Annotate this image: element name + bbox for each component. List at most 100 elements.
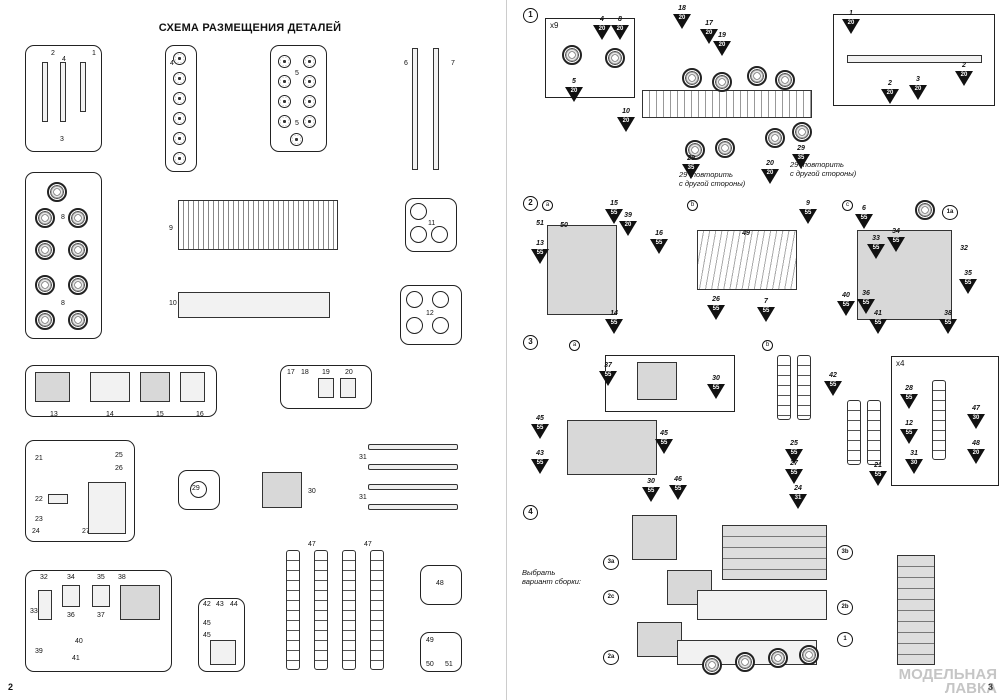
- sprue-tag-text: 20: [624, 222, 632, 228]
- sprue-label-39: 39: [35, 648, 43, 655]
- sprue-tag-text: 55: [674, 486, 682, 492]
- sprue-tag-triangle: [707, 384, 725, 399]
- wheel: [792, 122, 812, 142]
- wheel: [712, 72, 732, 92]
- sprue-tag-text: 55: [610, 320, 618, 326]
- sprue-tag-text: 20: [598, 26, 606, 32]
- disc: [303, 115, 316, 128]
- launcher-tubes-3b: [722, 525, 827, 580]
- sprue-tag-text: 55: [862, 300, 870, 306]
- wheel: [35, 208, 55, 228]
- note-choose-line1: Выбрать: [522, 568, 556, 577]
- sprue-part: [80, 62, 86, 112]
- sub-step-2c: c: [842, 200, 853, 211]
- multiplier-x4: x4: [896, 359, 905, 368]
- disc: [173, 112, 186, 125]
- note-repeat-b-line2: с другой стороны): [790, 169, 857, 178]
- wheel: [562, 45, 582, 65]
- sprue-tag-text: 31: [794, 495, 802, 501]
- part-tag-number: 33: [872, 235, 880, 242]
- sprue-tag-triangle: [757, 307, 775, 322]
- part-tag-number: 31: [910, 450, 918, 457]
- sprue-tag-triangle: [650, 239, 668, 254]
- sprue-label-31b: 31: [359, 494, 367, 501]
- part-tag-number: 15: [610, 200, 618, 207]
- sprue-label-8b: 8: [61, 300, 65, 307]
- tube-31: [368, 484, 458, 490]
- sprue-label-44: 44: [230, 601, 238, 608]
- axle-assembly: [847, 55, 982, 63]
- part-tag-number: 49: [742, 230, 750, 237]
- part-tag-number: 3: [916, 76, 920, 83]
- cylinder: [867, 400, 881, 465]
- sprue-tag-triangle: [955, 71, 973, 86]
- sprue-label-22: 22: [35, 496, 43, 503]
- disc: [173, 92, 186, 105]
- frame-rail-6: [412, 48, 418, 170]
- sprue-tag-text: 55: [892, 238, 900, 244]
- part-16: [180, 372, 205, 402]
- part-tag-number: 45: [536, 415, 544, 422]
- part-tag-number: 34: [892, 228, 900, 235]
- ring: [406, 317, 423, 334]
- sprue-tag-text: 55: [905, 395, 913, 401]
- sprue-tag-text: 20: [718, 42, 726, 48]
- wheel: [735, 652, 755, 672]
- sprue-tag-triangle: [619, 221, 637, 236]
- sprue-tag-triangle: [642, 487, 660, 502]
- sprue-label-36: 36: [67, 612, 75, 619]
- part-tag-number: 2: [962, 62, 966, 69]
- part-35: [92, 585, 110, 607]
- part-tag-number: 17: [705, 20, 713, 27]
- part-tag-number: 43: [536, 450, 544, 457]
- sprue-tag-triangle: [857, 299, 875, 314]
- wheel: [768, 648, 788, 668]
- sprue-tag-text: 55: [905, 430, 913, 436]
- sprue-tag-triangle: [881, 89, 899, 104]
- sprue-tag-triangle: [599, 371, 617, 386]
- part-38: [120, 585, 160, 620]
- sprue-label-50: 50: [426, 661, 434, 668]
- sprue-tag-triangle: [531, 459, 549, 474]
- sprue-label-47: 47: [308, 541, 316, 548]
- sprue-label-17: 17: [287, 369, 295, 376]
- sprue-label-47b: 47: [364, 541, 372, 548]
- sprue-frame-4: [165, 45, 197, 172]
- wheel: [68, 310, 88, 330]
- cylinder: [847, 400, 861, 465]
- cab-assembly-2a: [547, 225, 617, 315]
- sprue-tag-text: 55: [944, 320, 952, 326]
- sprue-tag-text: 20: [678, 15, 686, 21]
- sprue-label-35: 35: [97, 574, 105, 581]
- tube-31: [368, 464, 458, 470]
- sprue-frame-12: [400, 285, 462, 345]
- part-45: [210, 640, 236, 665]
- cab-detail-3a: [637, 362, 677, 400]
- part-tag-number: 4: [600, 16, 604, 23]
- disc: [303, 95, 316, 108]
- ring: [190, 481, 207, 498]
- part-tag-number: 19: [718, 32, 726, 39]
- part-tag-number: 51: [536, 220, 544, 227]
- sprue-tag-text: 55: [829, 382, 837, 388]
- part-tag-number: 12: [905, 420, 913, 427]
- sprue-tag-triangle: [785, 469, 803, 484]
- sprue-tag-text: 55: [712, 306, 720, 312]
- disc: [173, 72, 186, 85]
- part-tag-number: 20: [766, 160, 774, 167]
- multiplier-x9: x9: [550, 21, 559, 30]
- sprue-label-48: 48: [436, 580, 444, 587]
- sprue-tag-triangle: [900, 429, 918, 444]
- sprue-tag-text: 55: [536, 425, 544, 431]
- part-tag-number: 42: [829, 372, 837, 379]
- tube-31: [368, 444, 458, 450]
- part-tag-number: 39: [624, 212, 632, 219]
- part-tag-number: 5: [572, 78, 576, 85]
- callout-1a: 1a: [942, 205, 958, 220]
- wheel: [682, 68, 702, 88]
- platform-2b: [697, 230, 797, 290]
- sprue-tag-text: 35: [687, 165, 695, 171]
- sprue-tag-text: 20: [914, 86, 922, 92]
- sub-step-3b: b: [762, 340, 773, 351]
- sprue-tag-text: 20: [570, 88, 578, 94]
